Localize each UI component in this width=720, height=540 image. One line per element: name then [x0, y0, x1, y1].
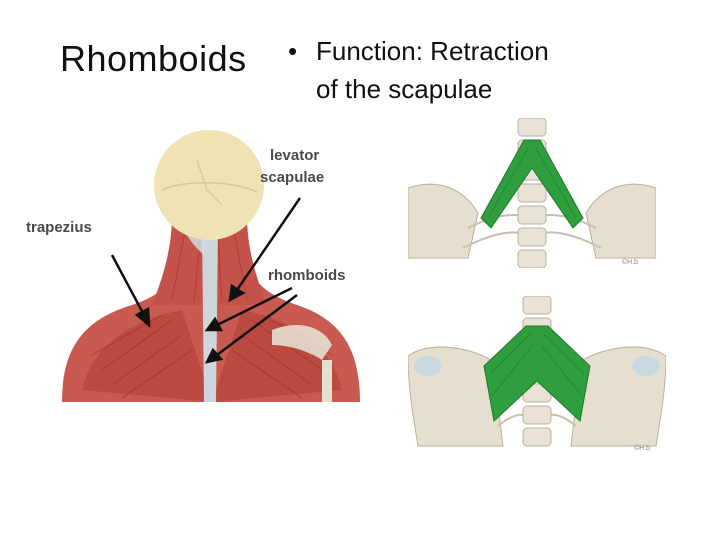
bullet-list: • Function: Retraction of the scapulae	[288, 32, 608, 108]
bullet-dot: •	[288, 32, 297, 70]
bullet-line-1: Function: Retraction	[288, 32, 608, 70]
bullet-line-2: of the scapulae	[288, 70, 608, 108]
rhomboid-lower-view-illustration: ©H.b	[408, 296, 666, 454]
skull	[154, 130, 264, 240]
slide-title: Rhomboids	[60, 38, 247, 80]
back-muscles-illustration: levator scapulae trapezius rhomboids	[22, 120, 372, 405]
fascia-strip	[202, 230, 218, 402]
humerus-right	[322, 360, 332, 402]
watermark-top: ©H.b	[622, 258, 638, 266]
label-levator-line2: scapulae	[260, 169, 324, 186]
label-levator-line1: levator	[270, 147, 319, 164]
label-rhomboids: rhomboids	[268, 267, 346, 284]
label-trapezius: trapezius	[26, 219, 92, 236]
rhomboid-upper-view-illustration: ©H.b	[408, 118, 656, 268]
watermark-bottom: ©H.b	[634, 444, 650, 452]
